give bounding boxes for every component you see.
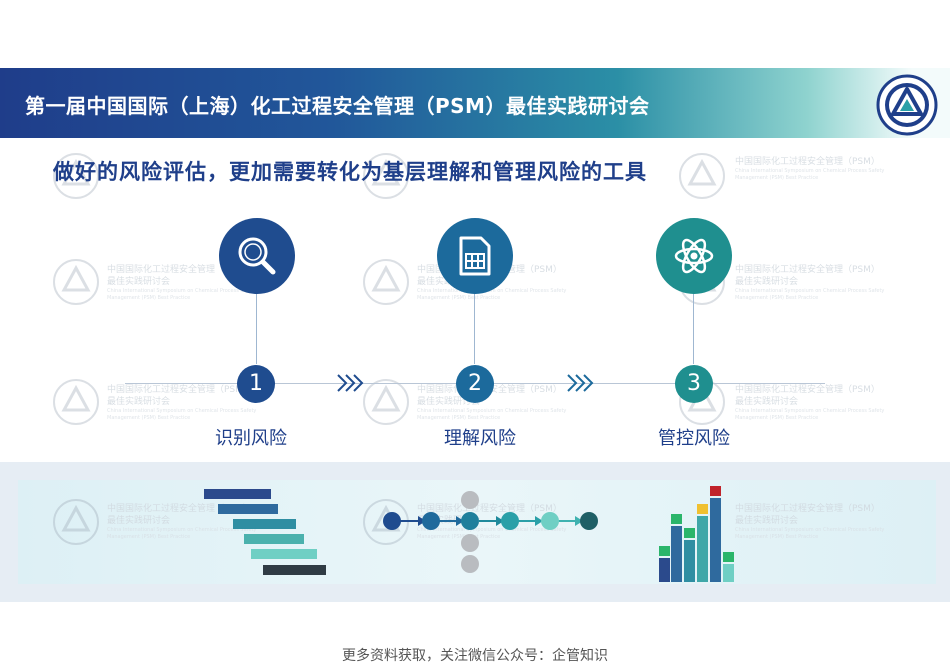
watermark-logo-icon: [679, 153, 725, 199]
flow-node: [383, 512, 401, 530]
step-1-label: 识别风险: [215, 428, 287, 449]
step-2-label: 理解风险: [444, 428, 516, 449]
connector-line: [693, 292, 694, 364]
chart-bar: [671, 526, 682, 582]
flow-branch-node: [461, 555, 479, 573]
step-1-icon-circle: [219, 218, 295, 294]
flow-node: [461, 512, 479, 530]
flow-node: [541, 512, 559, 530]
flow-node: [422, 512, 440, 530]
chart-bar: [684, 540, 695, 582]
watermark-text: 中国国际化工过程安全管理（PSM）最佳实践研讨会 China Internati…: [735, 504, 885, 540]
magnifier-icon: [238, 237, 276, 275]
gantt-bar: [218, 504, 278, 514]
chart-bar-cap: [659, 546, 670, 556]
watermark-text: 中国国际化工过程安全管理（PSM） China International Sy…: [735, 157, 885, 181]
watermark-logo-icon: [363, 379, 409, 425]
flow-node: [501, 512, 519, 530]
step-3-number: 3: [675, 365, 713, 403]
chevron-right-icon: [337, 374, 364, 392]
gantt-bars-illustration: [204, 489, 326, 575]
gantt-bar: [244, 534, 304, 544]
flow-branch-node: [461, 534, 479, 552]
header-title: 第一届中国国际（上海）化工过程安全管理（PSM）最佳实践研讨会: [25, 94, 650, 118]
gantt-bar: [263, 565, 326, 575]
gantt-bar: [233, 519, 296, 529]
flow-node: [580, 512, 598, 530]
atom-icon: [674, 238, 714, 274]
slide-subtitle: 做好的风险评估，更加需要转化为基层理解和管理风险的工具: [53, 160, 647, 184]
gantt-bar: [251, 549, 317, 559]
bar-chart-illustration: [659, 486, 734, 582]
chart-bar: [710, 498, 721, 582]
gantt-bar: [204, 489, 271, 499]
process-flow-illustration: [383, 491, 598, 573]
watermark-logo-icon: [53, 153, 99, 199]
watermark-logo-icon: [53, 499, 99, 545]
header-banner: 第一届中国国际（上海）化工过程安全管理（PSM）最佳实践研讨会: [0, 68, 950, 138]
step-3-icon-circle: [656, 218, 732, 294]
connector-line: [474, 292, 475, 364]
watermark-text: 中国国际化工过程安全管理（PSM）最佳实践研讨会 China Internati…: [107, 385, 257, 421]
flow-branch-node: [461, 491, 479, 509]
watermark-text: 中国国际化工过程安全管理（PSM）最佳实践研讨会 China Internati…: [107, 504, 257, 540]
chart-bar-cap: [684, 528, 695, 538]
chart-bar: [659, 558, 670, 582]
watermark-text: 中国国际化工过程安全管理（PSM）最佳实践研讨会 China Internati…: [107, 265, 257, 301]
chart-bar-cap: [710, 486, 721, 496]
chart-bar-cap: [697, 504, 708, 514]
watermark-text: 中国国际化工过程安全管理（PSM）最佳实践研讨会 China Internati…: [735, 265, 885, 301]
watermark-logo-icon: [363, 153, 409, 199]
chart-bar: [723, 564, 734, 582]
spreadsheet-icon: [459, 236, 491, 276]
chevron-right-icon: [567, 374, 594, 392]
footer-text: 更多资料获取，关注微信公众号：企管知识: [342, 648, 608, 664]
connector-line: [256, 292, 257, 364]
watermark-text: 中国国际化工过程安全管理（PSM）最佳实践研讨会 China Internati…: [735, 385, 885, 421]
watermark-logo-icon: [363, 259, 409, 305]
symposium-logo-icon: [876, 74, 938, 136]
watermark-logo-icon: [53, 259, 99, 305]
chart-bar-cap: [671, 514, 682, 524]
watermark-logo-icon: [53, 379, 99, 425]
step-1-number: 1: [237, 365, 275, 403]
step-2-icon-circle: [437, 218, 513, 294]
step-3-label: 管控风险: [658, 428, 730, 449]
step-2-number: 2: [456, 365, 494, 403]
chart-bar-cap: [723, 552, 734, 562]
chart-bar: [697, 516, 708, 582]
